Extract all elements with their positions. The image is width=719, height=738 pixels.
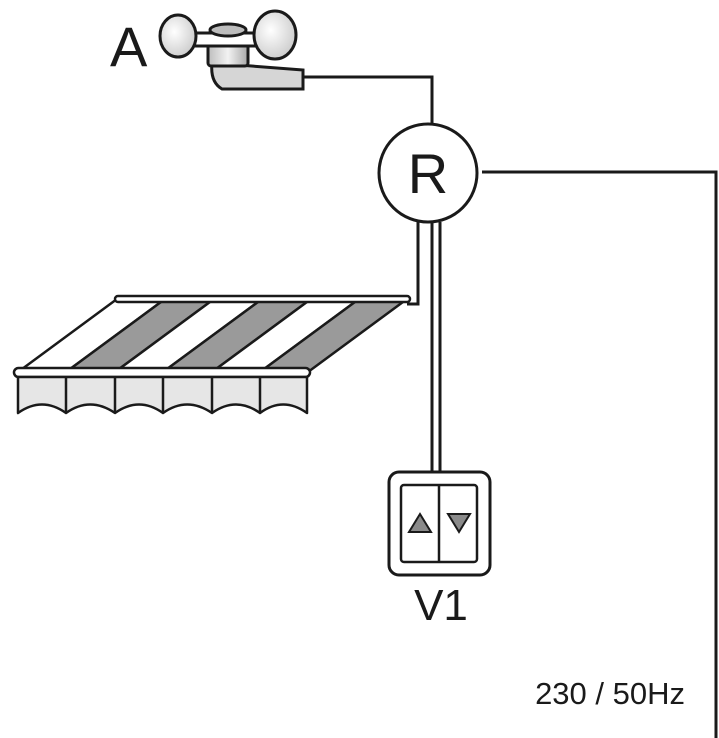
wire-anemometer-to-receiver bbox=[303, 75, 434, 131]
power-supply-label: 230 / 50Hz bbox=[535, 676, 685, 711]
switch-label: V1 bbox=[414, 581, 468, 630]
anemometer-cup-left bbox=[158, 13, 198, 59]
receiver: R bbox=[377, 122, 479, 224]
anemometer-cup-right bbox=[252, 9, 298, 61]
awning-icon bbox=[12, 294, 412, 415]
anemometer-base bbox=[210, 61, 305, 91]
receiver-label: R bbox=[408, 142, 448, 205]
wire-receiver-to-power bbox=[482, 170, 718, 738]
receiver-circle bbox=[377, 122, 479, 224]
wall-switch bbox=[387, 470, 492, 577]
awning-top-roller bbox=[113, 294, 412, 304]
anemometer-icon bbox=[158, 9, 305, 91]
anemometer-hub-cap bbox=[208, 22, 248, 38]
anemometer-label: A bbox=[110, 15, 148, 78]
up-arrow-icon bbox=[407, 512, 433, 533]
wires bbox=[303, 75, 718, 738]
awning-front-bar bbox=[12, 366, 312, 379]
down-arrow-icon bbox=[446, 513, 472, 534]
wire-receiver-to-awning bbox=[407, 222, 420, 306]
